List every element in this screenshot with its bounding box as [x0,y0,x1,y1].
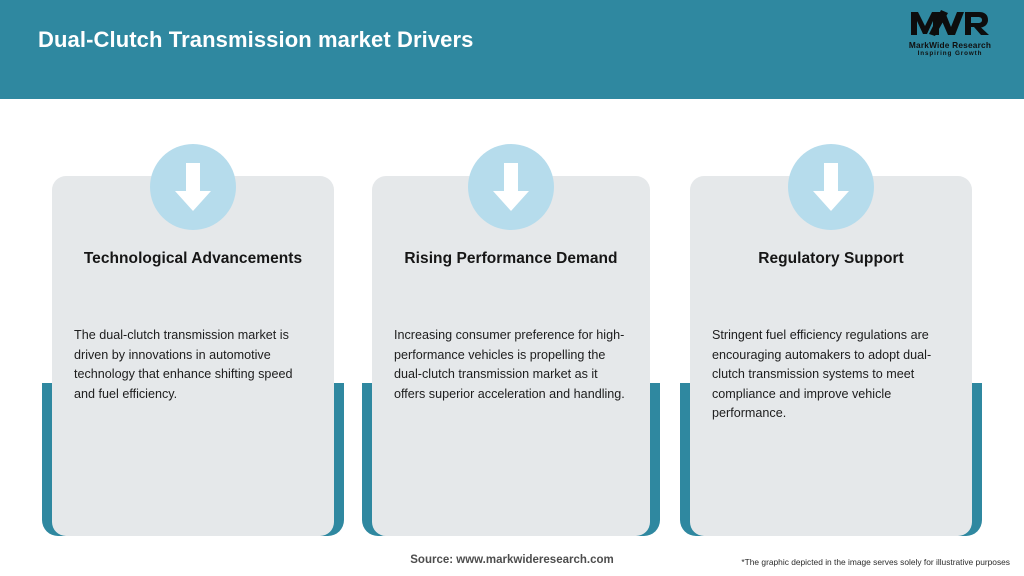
driver-card[interactable]: Technological Advancements The dual-clut… [52,176,334,536]
page-title: Dual-Clutch Transmission market Drivers [38,27,474,52]
driver-card-body: Increasing consumer preference for high-… [394,328,625,401]
driver-card-body: The dual-clutch transmission market is d… [74,328,293,401]
driver-card[interactable]: Regulatory Support Stringent fuel effici… [690,176,972,536]
logo-tagline: Inspiring Growth [917,50,983,58]
source-label: Source: www.markwideresearch.com [410,554,614,566]
driver-column-1: Technological Advancements The dual-clut… [42,0,344,576]
disclaimer-label: *The graphic depicted in the image serve… [741,557,1010,567]
driver-column-2: Rising Performance Demand Increasing con… [362,0,660,576]
driver-card[interactable]: Rising Performance Demand Increasing con… [372,176,650,536]
arrow-down-icon [788,144,874,230]
logo-company-name: MarkWide Research [908,40,992,50]
driver-card-title: Regulatory Support [758,250,904,267]
brand-logo: MarkWide Research Inspiring Growth [894,8,1006,62]
driver-column-3: Regulatory Support Stringent fuel effici… [680,0,982,576]
arrow-down-icon [150,144,236,230]
driver-card-title: Technological Advancements [83,250,303,267]
driver-card-body: Stringent fuel efficiency regulations ar… [712,328,932,420]
arrow-down-icon [468,144,554,230]
mwr-monogram-icon [894,10,1006,40]
page-header: Dual-Clutch Transmission market Drivers … [0,0,1024,99]
driver-card-title: Rising Performance Demand [404,250,618,267]
